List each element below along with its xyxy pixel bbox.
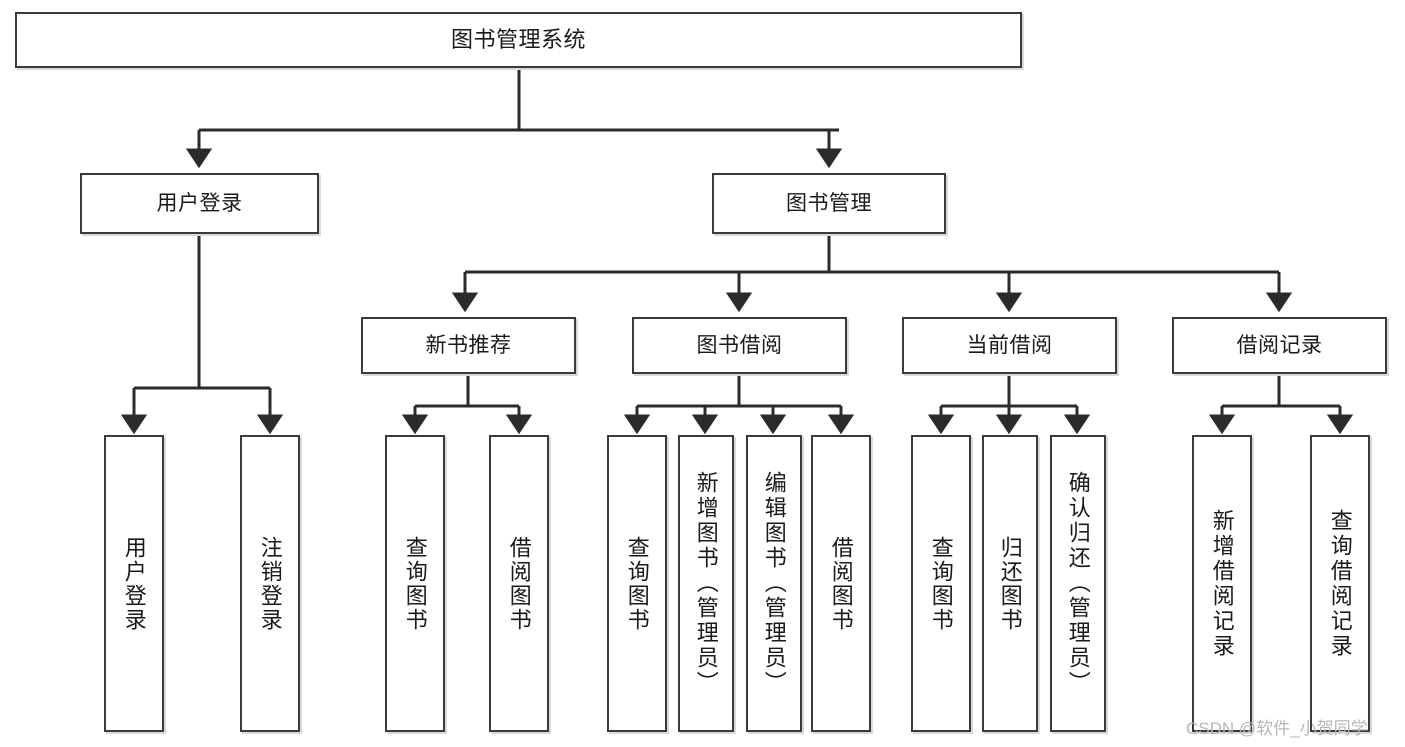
node-label: 图书管理系统 bbox=[450, 26, 586, 52]
node-label: 借阅图书 bbox=[506, 535, 532, 632]
node-label: 查询图书 bbox=[624, 535, 650, 632]
node-label: 查询图书 bbox=[402, 535, 428, 632]
node-label: 用户登录 bbox=[156, 191, 243, 215]
leaf-book-borrow-edit-book-admin[interactable]: 编辑图书（管理员） bbox=[746, 435, 802, 732]
node-label: 查询图书 bbox=[928, 535, 954, 632]
node-label: 编辑图书（管理员） bbox=[761, 471, 787, 696]
leaf-user-login-signout[interactable]: 注销登录 bbox=[240, 435, 300, 732]
node-book-management[interactable]: 图书管理 bbox=[712, 173, 946, 234]
leaf-book-borrow-borrow-book[interactable]: 借阅图书 bbox=[811, 435, 871, 732]
node-label: 图书管理 bbox=[786, 191, 872, 215]
leaf-new-book-query-book[interactable]: 查询图书 bbox=[385, 435, 445, 732]
node-new-book-recommend[interactable]: 新书推荐 bbox=[361, 317, 576, 374]
node-label: 新增借阅记录 bbox=[1209, 508, 1235, 659]
csdn-watermark: CSDN @软件_小贺同学 bbox=[1186, 719, 1368, 738]
leaf-current-borrow-query-book[interactable]: 查询图书 bbox=[911, 435, 971, 732]
leaf-borrow-record-add-record[interactable]: 新增借阅记录 bbox=[1192, 435, 1252, 732]
leaf-current-borrow-return-book[interactable]: 归还图书 bbox=[982, 435, 1038, 732]
leaf-book-borrow-query-book[interactable]: 查询图书 bbox=[607, 435, 667, 732]
leaf-user-login-signin[interactable]: 用户登录 bbox=[104, 435, 164, 732]
node-label: 查询借阅记录 bbox=[1327, 508, 1353, 659]
leaf-new-book-borrow-book[interactable]: 借阅图书 bbox=[489, 435, 549, 732]
node-current-borrow[interactable]: 当前借阅 bbox=[902, 317, 1117, 374]
node-borrow-record[interactable]: 借阅记录 bbox=[1172, 317, 1387, 374]
node-label: 借阅记录 bbox=[1236, 333, 1323, 357]
node-label: 确认归还（管理员） bbox=[1065, 471, 1091, 696]
leaf-borrow-record-query-record[interactable]: 查询借阅记录 bbox=[1310, 435, 1370, 732]
leaf-book-borrow-add-book-admin[interactable]: 新增图书（管理员） bbox=[678, 435, 734, 732]
node-label: 用户登录 bbox=[121, 535, 147, 632]
node-user-login[interactable]: 用户登录 bbox=[80, 173, 319, 234]
node-label: 归还图书 bbox=[997, 535, 1023, 632]
leaf-current-borrow-confirm-return-admin[interactable]: 确认归还（管理员） bbox=[1050, 435, 1106, 732]
node-book-borrow[interactable]: 图书借阅 bbox=[632, 317, 847, 374]
node-label: 新增图书（管理员） bbox=[693, 471, 719, 696]
node-label: 新书推荐 bbox=[425, 333, 512, 357]
node-label: 注销登录 bbox=[257, 535, 283, 632]
node-label: 图书借阅 bbox=[696, 333, 783, 357]
node-root-book-management-system[interactable]: 图书管理系统 bbox=[15, 12, 1022, 68]
node-label: 当前借阅 bbox=[966, 333, 1053, 357]
node-label: 借阅图书 bbox=[828, 535, 854, 632]
